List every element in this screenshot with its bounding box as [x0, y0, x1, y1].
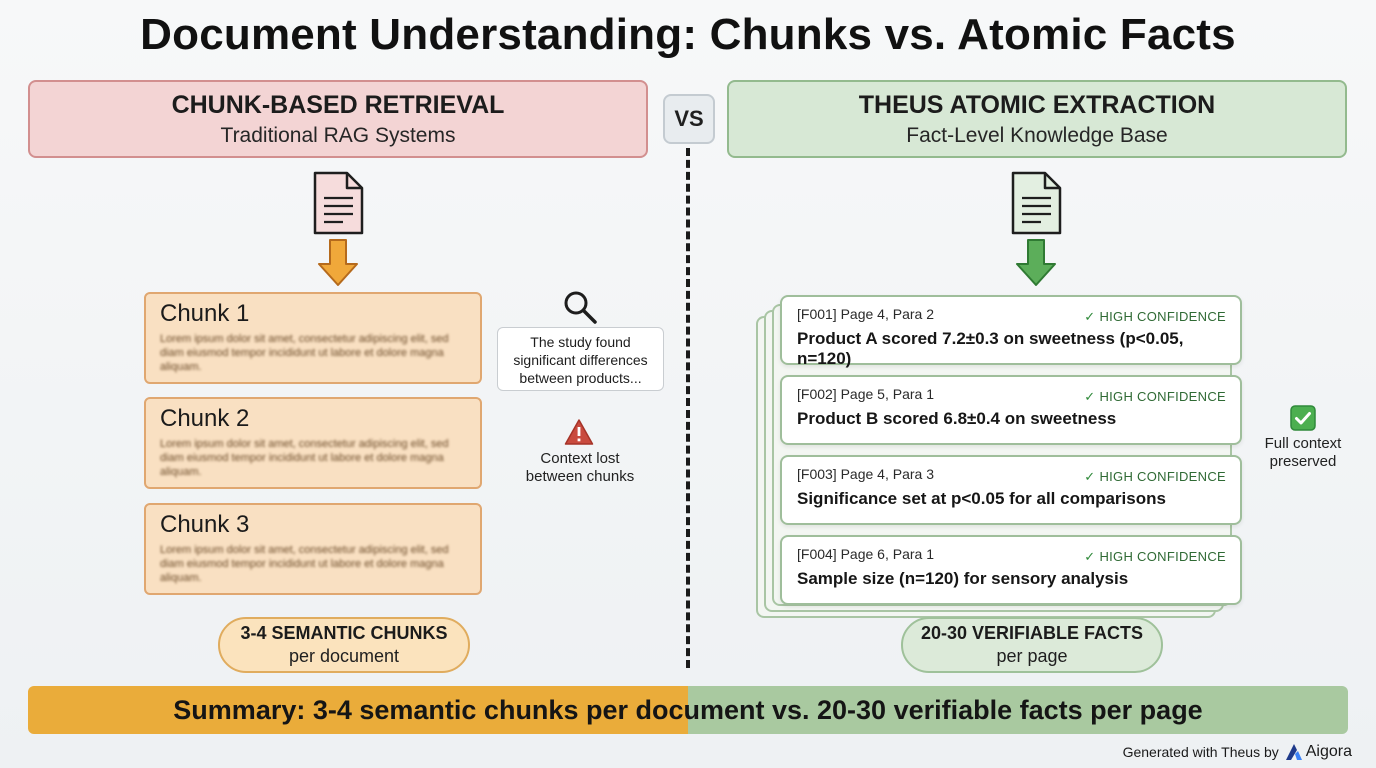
confidence-label: HIGH CONFIDENCE — [1099, 469, 1226, 484]
page-title: Document Understanding: Chunks vs. Atomi… — [140, 10, 1236, 59]
document-icon — [1011, 171, 1062, 235]
chunk-blurred-text: Lorem ipsum dolor sit amet, consectetur … — [160, 333, 449, 373]
footer-brand: Aigora — [1305, 743, 1352, 760]
checkbox-checked-icon — [1290, 405, 1316, 431]
checkmark-icon: ✓ — [1084, 549, 1096, 564]
checkmark-icon: ✓ — [1084, 469, 1096, 484]
confidence-badge: ✓HIGH CONFIDENCE — [1084, 469, 1226, 485]
confidence-badge: ✓HIGH CONFIDENCE — [1084, 309, 1226, 325]
fact-card: [F003] Page 4, Para 3 ✓HIGH CONFIDENCE S… — [780, 455, 1242, 525]
context-lost-warning: Context lost between chunks — [525, 450, 635, 485]
vs-badge: VS — [663, 94, 715, 144]
confidence-badge: ✓HIGH CONFIDENCE — [1084, 389, 1226, 405]
chunk-title: Chunk 1 — [160, 300, 250, 327]
confidence-label: HIGH CONFIDENCE — [1099, 309, 1226, 324]
chunk-count-label: 3-4 SEMANTIC CHUNKS — [240, 623, 448, 643]
footer-prefix: Generated with Theus by — [1122, 744, 1279, 760]
right-header-title: THEUS ATOMIC EXTRACTION — [858, 90, 1216, 119]
context-preserved-note: Full context preserved — [1264, 435, 1342, 470]
arrow-down-icon — [1016, 239, 1056, 286]
fact-count-pill: 20-30 VERIFIABLE FACTS per page — [901, 617, 1163, 673]
footer-credit: Generated with Theus by Aigora — [1123, 742, 1352, 762]
chunk-card: Chunk 1 Lorem ipsum dolor sit amet, cons… — [144, 292, 482, 384]
search-icon — [564, 291, 597, 324]
document-icon — [313, 171, 364, 235]
chunk-title: Chunk 3 — [160, 511, 250, 538]
chunk-card: Chunk 3 Lorem ipsum dolor sit amet, cons… — [144, 503, 482, 595]
chunk-count-pill: 3-4 SEMANTIC CHUNKS per document — [218, 617, 470, 673]
fact-text: Product B scored 6.8±0.4 on sweetness — [797, 409, 1117, 428]
chunk-blurred-text: Lorem ipsum dolor sit amet, consectetur … — [160, 438, 449, 478]
fact-source: [F002] Page 5, Para 1 — [797, 386, 934, 402]
retrieval-callout: The study found significant differences … — [497, 327, 664, 391]
checkmark-icon: ✓ — [1084, 309, 1096, 324]
chunk-blurred-text: Lorem ipsum dolor sit amet, consectetur … — [160, 544, 449, 584]
fact-count-unit: per page — [996, 646, 1068, 666]
confidence-label: HIGH CONFIDENCE — [1099, 389, 1226, 404]
left-header-subtitle: Traditional RAG Systems — [220, 123, 456, 147]
fact-text: Significance set at p<0.05 for all compa… — [797, 489, 1166, 508]
fact-text: Sample size (n=120) for sensory analysis — [797, 569, 1129, 588]
fact-source: [F003] Page 4, Para 3 — [797, 466, 934, 482]
fact-source: [F004] Page 6, Para 1 — [797, 546, 934, 562]
fact-card: [F001] Page 4, Para 2 ✓HIGH CONFIDENCE P… — [780, 295, 1242, 368]
fact-count-label: 20-30 VERIFIABLE FACTS — [920, 623, 1144, 643]
center-divider — [686, 148, 690, 668]
chunk-title: Chunk 2 — [160, 405, 250, 432]
chunk-count-unit: per document — [288, 646, 400, 666]
arrow-down-icon — [318, 239, 358, 286]
fact-card: [F002] Page 5, Para 1 ✓HIGH CONFIDENCE P… — [780, 375, 1242, 445]
checkmark-icon: ✓ — [1084, 389, 1096, 404]
right-header-subtitle: Fact-Level Knowledge Base — [906, 123, 1168, 147]
summary-bar: Summary: 3-4 semantic chunks per documen… — [28, 686, 1348, 734]
confidence-badge: ✓HIGH CONFIDENCE — [1084, 549, 1226, 565]
warning-icon — [564, 419, 594, 445]
fact-card: [F004] Page 6, Para 1 ✓HIGH CONFIDENCE S… — [780, 535, 1242, 605]
fact-source: [F001] Page 4, Para 2 — [797, 306, 934, 322]
confidence-label: HIGH CONFIDENCE — [1099, 549, 1226, 564]
chunk-card: Chunk 2 Lorem ipsum dolor sit amet, cons… — [144, 397, 482, 489]
fact-text: Product A scored 7.2±0.3 on sweetness (p… — [797, 329, 1184, 368]
aigora-logo-icon — [1285, 744, 1302, 760]
left-header: CHUNK-BASED RETRIEVAL Traditional RAG Sy… — [28, 80, 648, 158]
right-header: THEUS ATOMIC EXTRACTION Fact-Level Knowl… — [727, 80, 1347, 158]
left-header-title: CHUNK-BASED RETRIEVAL — [171, 90, 505, 119]
